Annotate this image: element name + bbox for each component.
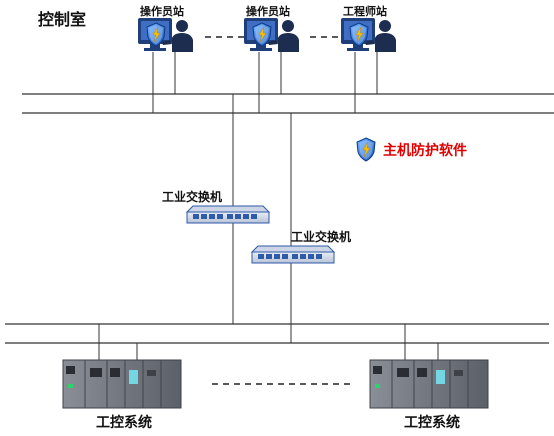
control-room-title: 控制室 [38,10,87,29]
plc-rack-1 [62,359,182,409]
legend-shield-icon [356,137,376,162]
plc-rack-2 [369,359,489,409]
upper-bus [22,93,554,114]
workstation-engineer [341,18,396,52]
ics-system-label-2: 工控系统 [404,415,460,431]
legend-host-protection-label: 主机防护软件 [383,143,467,159]
station-drops [152,52,378,113]
industrial-switch-2 [251,245,335,264]
ics-system-label-1: 工控系统 [96,415,152,431]
switch-label-2: 工业交换机 [291,230,352,244]
dashed-links [205,36,352,385]
workstation-operator-2 [244,18,299,52]
industrial-switch-1 [186,205,270,224]
switch-label-1: 工业交换机 [162,190,223,204]
station-label-engineer: 工程师站 [343,5,387,18]
lower-bus [5,323,549,344]
station-label-operator-2: 操作员站 [246,5,290,18]
workstation-operator-1 [138,18,193,52]
station-label-operator-1: 操作员站 [140,5,184,18]
